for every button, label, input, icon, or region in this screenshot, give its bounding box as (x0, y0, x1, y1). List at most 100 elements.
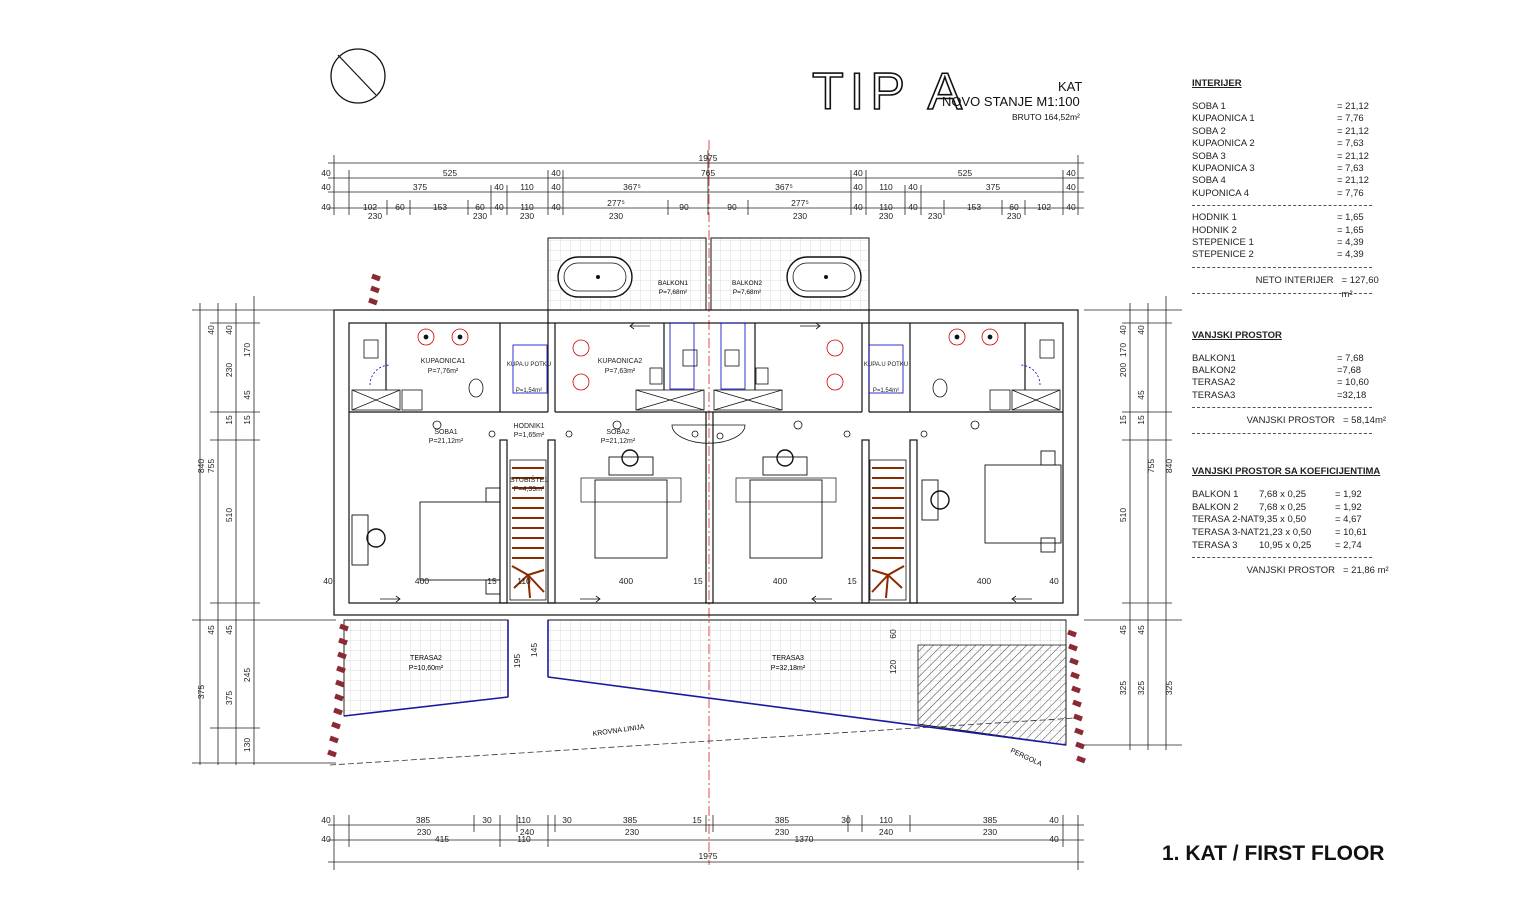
balcony-2: BALKON2 P=7,68m² (710, 237, 870, 311)
svg-text:102: 102 (363, 202, 377, 212)
list-item: BALKON2=7,68 (1192, 365, 1362, 377)
svg-text:230: 230 (368, 211, 382, 221)
svg-text:P=4,39m²: P=4,39m² (514, 486, 545, 493)
svg-text:110: 110 (517, 815, 531, 825)
svg-text:45: 45 (1136, 390, 1146, 400)
svg-text:TERASA3: TERASA3 (772, 655, 804, 662)
inner-walls (349, 323, 1063, 604)
svg-text:P=21,12m²: P=21,12m² (601, 438, 636, 445)
svg-text:385: 385 (983, 815, 997, 825)
svg-text:230: 230 (793, 211, 807, 221)
svg-text:40: 40 (323, 576, 333, 586)
divider (1192, 557, 1372, 559)
svg-text:15: 15 (224, 415, 234, 425)
svg-text:230: 230 (520, 211, 534, 221)
svg-text:60: 60 (395, 202, 405, 212)
svg-text:325: 325 (1164, 681, 1174, 695)
svg-text:90: 90 (679, 202, 689, 212)
svg-text:15: 15 (1136, 415, 1146, 425)
roof-tiles (327, 273, 1086, 764)
wardrobes (351, 389, 1061, 411)
svg-text:P=32,18m²: P=32,18m² (771, 665, 806, 672)
svg-text:110: 110 (879, 182, 893, 192)
svg-text:30: 30 (841, 815, 851, 825)
staircase-1 (509, 459, 547, 601)
svg-text:TERASA2: TERASA2 (410, 655, 442, 662)
svg-text:277⁵: 277⁵ (791, 198, 809, 208)
list-item: STEPENICE 2= 4,39 (1192, 249, 1364, 261)
svg-text:40: 40 (853, 202, 863, 212)
beds (419, 450, 1062, 595)
svg-text:KUPAONICA2: KUPAONICA2 (598, 358, 643, 365)
svg-text:40: 40 (1066, 182, 1076, 192)
list-item: KUPAONICA 2= 7,63 (1192, 138, 1364, 150)
divider (1192, 433, 1372, 435)
svg-text:15: 15 (1118, 415, 1128, 425)
svg-text:SOBA1: SOBA1 (434, 429, 457, 436)
svg-text:110: 110 (517, 576, 531, 586)
svg-text:15: 15 (692, 815, 702, 825)
svg-text:1975: 1975 (699, 153, 718, 163)
svg-text:110: 110 (520, 182, 534, 192)
svg-text:KROVNA LINIJA: KROVNA LINIJA (592, 724, 645, 738)
gross-area: BRUTO 164,52m² (1012, 112, 1080, 122)
svg-text:755: 755 (206, 459, 216, 473)
svg-text:P=7,68m²: P=7,68m² (733, 289, 762, 296)
svg-text:40: 40 (224, 325, 234, 335)
svg-text:KUPA.U POTKU: KUPA.U POTKU (864, 362, 908, 368)
svg-text:510: 510 (224, 508, 234, 522)
list-item: KUPONICA 4= 7,76 (1192, 187, 1364, 199)
svg-text:240: 240 (879, 827, 893, 837)
top-dimensions (328, 150, 1084, 215)
svg-text:BALKON2: BALKON2 (732, 280, 762, 287)
svg-text:277⁵: 277⁵ (607, 198, 625, 208)
area-table: INTERIJER SOBA 1= 21,12 KUPAONICA 1= 7,7… (1192, 78, 1392, 578)
svg-text:170: 170 (242, 343, 252, 357)
svg-text:40: 40 (494, 202, 504, 212)
right-dimensions (1084, 296, 1182, 750)
svg-text:40: 40 (1066, 168, 1076, 178)
svg-text:40: 40 (1136, 325, 1146, 335)
svg-text:45: 45 (206, 625, 216, 635)
svg-text:40: 40 (321, 815, 331, 825)
list-item: SOBA 1= 21,12 (1192, 101, 1369, 112)
svg-text:40: 40 (1049, 834, 1059, 844)
svg-text:153: 153 (967, 202, 981, 212)
left-dimensions (192, 296, 336, 765)
svg-text:325: 325 (1136, 681, 1146, 695)
coefficient-total: VANJSKI PROSTOR= 21,86 m² (1246, 565, 1389, 577)
svg-text:325: 325 (1118, 681, 1128, 695)
svg-text:195: 195 (512, 654, 522, 668)
svg-text:P=7,68m²: P=7,68m² (659, 289, 688, 296)
bottom-dimensions (328, 815, 1084, 870)
svg-text:367⁵: 367⁵ (623, 182, 641, 192)
svg-text:367⁵: 367⁵ (775, 182, 793, 192)
list-item: TERASA3=32,18 (1192, 389, 1367, 401)
list-item: TERASA2= 10,60 (1192, 377, 1369, 389)
divider (1192, 292, 1372, 294)
svg-text:40: 40 (551, 168, 561, 178)
svg-text:30: 30 (482, 815, 492, 825)
list-item: KUPAONICA 3= 7,63 (1192, 162, 1364, 174)
svg-text:400: 400 (977, 576, 991, 586)
svg-text:840: 840 (196, 459, 206, 473)
floor-label: 1. KAT / FIRST FLOOR (1162, 842, 1385, 865)
svg-text:230: 230 (928, 211, 942, 221)
svg-text:15: 15 (847, 576, 857, 586)
divider (1192, 205, 1372, 207)
svg-text:230: 230 (473, 211, 487, 221)
svg-text:375: 375 (413, 182, 427, 192)
svg-text:P=7,63m²: P=7,63m² (605, 368, 636, 375)
terrace-3: TERASA3 P=32,18m² (547, 619, 1067, 746)
divider (1192, 407, 1372, 409)
bottom-dimension-labels: 40 385 30 110 30 385 15 385 30 110 385 4… (321, 815, 1059, 861)
svg-text:110: 110 (520, 202, 534, 212)
svg-text:755: 755 (1146, 459, 1156, 473)
svg-text:400: 400 (773, 576, 787, 586)
plan-level: KAT (1058, 79, 1083, 94)
svg-text:40: 40 (321, 182, 331, 192)
svg-text:SOBA2: SOBA2 (606, 429, 629, 436)
svg-text:40: 40 (1049, 576, 1059, 586)
